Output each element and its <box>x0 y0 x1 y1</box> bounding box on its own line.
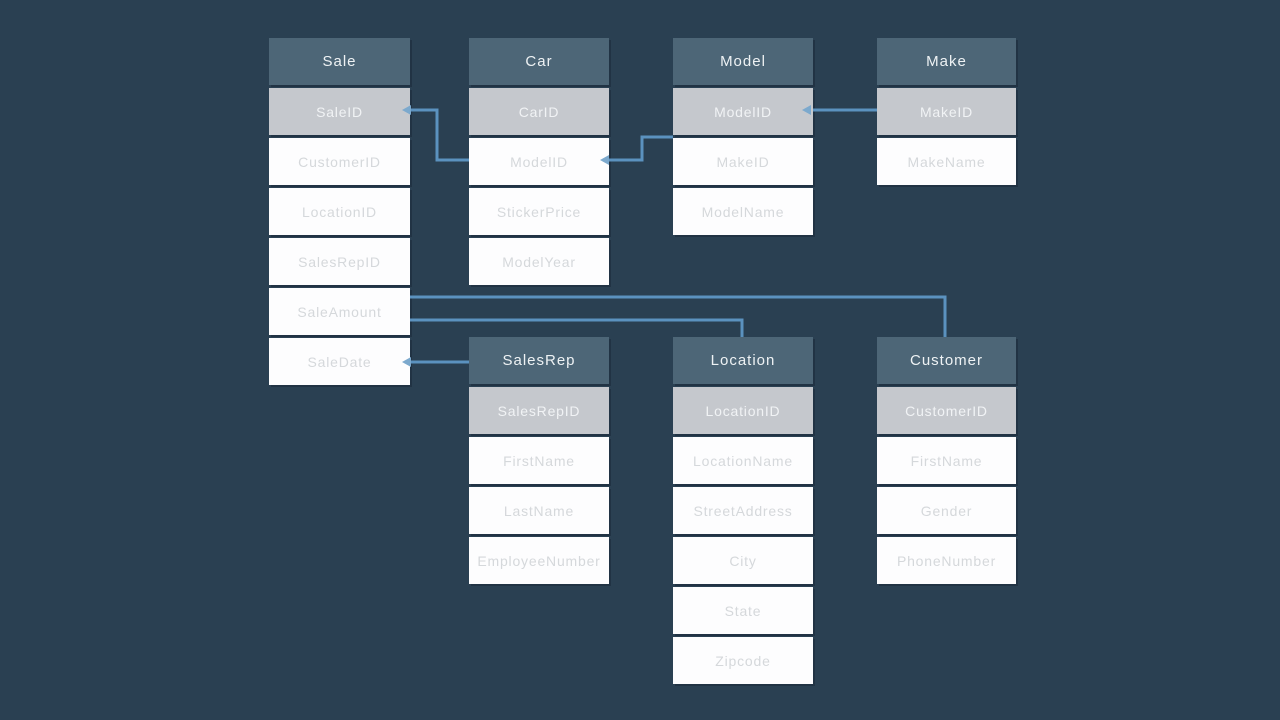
field-car-modelid[interactable]: ModelID <box>469 138 609 185</box>
table-make-title[interactable]: Make <box>877 38 1016 85</box>
field-sale-saleid[interactable]: SaleID <box>269 88 410 135</box>
field-customer-customerid[interactable]: CustomerID <box>877 387 1016 434</box>
field-sale-customerid[interactable]: CustomerID <box>269 138 410 185</box>
table-customer-title[interactable]: Customer <box>877 337 1016 384</box>
field-salesrep-lastname[interactable]: LastName <box>469 487 609 534</box>
field-location-zipcode[interactable]: Zipcode <box>673 637 813 684</box>
connector-sale-saleid-to-car-modelid[interactable] <box>410 108 469 162</box>
field-model-modelname[interactable]: ModelName <box>673 188 813 235</box>
connector-sale-to-customer[interactable] <box>410 295 947 337</box>
table-salesrep-title[interactable]: SalesRep <box>469 337 609 384</box>
connector-sale-to-location[interactable] <box>410 318 744 337</box>
field-location-city[interactable]: City <box>673 537 813 584</box>
field-sale-saledate[interactable]: SaleDate <box>269 338 410 385</box>
connector-car-modelid-to-model[interactable] <box>609 135 673 162</box>
field-salesrep-salesrepid[interactable]: SalesRepID <box>469 387 609 434</box>
field-sale-salesrepid[interactable]: SalesRepID <box>269 238 410 285</box>
field-location-state[interactable]: State <box>673 587 813 634</box>
field-car-stickerprice[interactable]: StickerPrice <box>469 188 609 235</box>
field-salesrep-firstname[interactable]: FirstName <box>469 437 609 484</box>
field-make-makeid[interactable]: MakeID <box>877 88 1016 135</box>
field-customer-gender[interactable]: Gender <box>877 487 1016 534</box>
field-location-streetaddress[interactable]: StreetAddress <box>673 487 813 534</box>
field-sale-saleamount[interactable]: SaleAmount <box>269 288 410 335</box>
field-car-carid[interactable]: CarID <box>469 88 609 135</box>
table-model-title[interactable]: Model <box>673 38 813 85</box>
field-make-makename[interactable]: MakeName <box>877 138 1016 185</box>
table-sale-title[interactable]: Sale <box>269 38 410 85</box>
field-location-locationname[interactable]: LocationName <box>673 437 813 484</box>
field-sale-locationid[interactable]: LocationID <box>269 188 410 235</box>
field-salesrep-employeenumber[interactable]: EmployeeNumber <box>469 537 609 584</box>
field-location-locationid[interactable]: LocationID <box>673 387 813 434</box>
field-model-makeid[interactable]: MakeID <box>673 138 813 185</box>
table-car-title[interactable]: Car <box>469 38 609 85</box>
field-car-modelyear[interactable]: ModelYear <box>469 238 609 285</box>
field-model-modelid[interactable]: ModelID <box>673 88 813 135</box>
field-customer-phonenumber[interactable]: PhoneNumber <box>877 537 1016 584</box>
table-location-title[interactable]: Location <box>673 337 813 384</box>
field-customer-firstname[interactable]: FirstName <box>877 437 1016 484</box>
